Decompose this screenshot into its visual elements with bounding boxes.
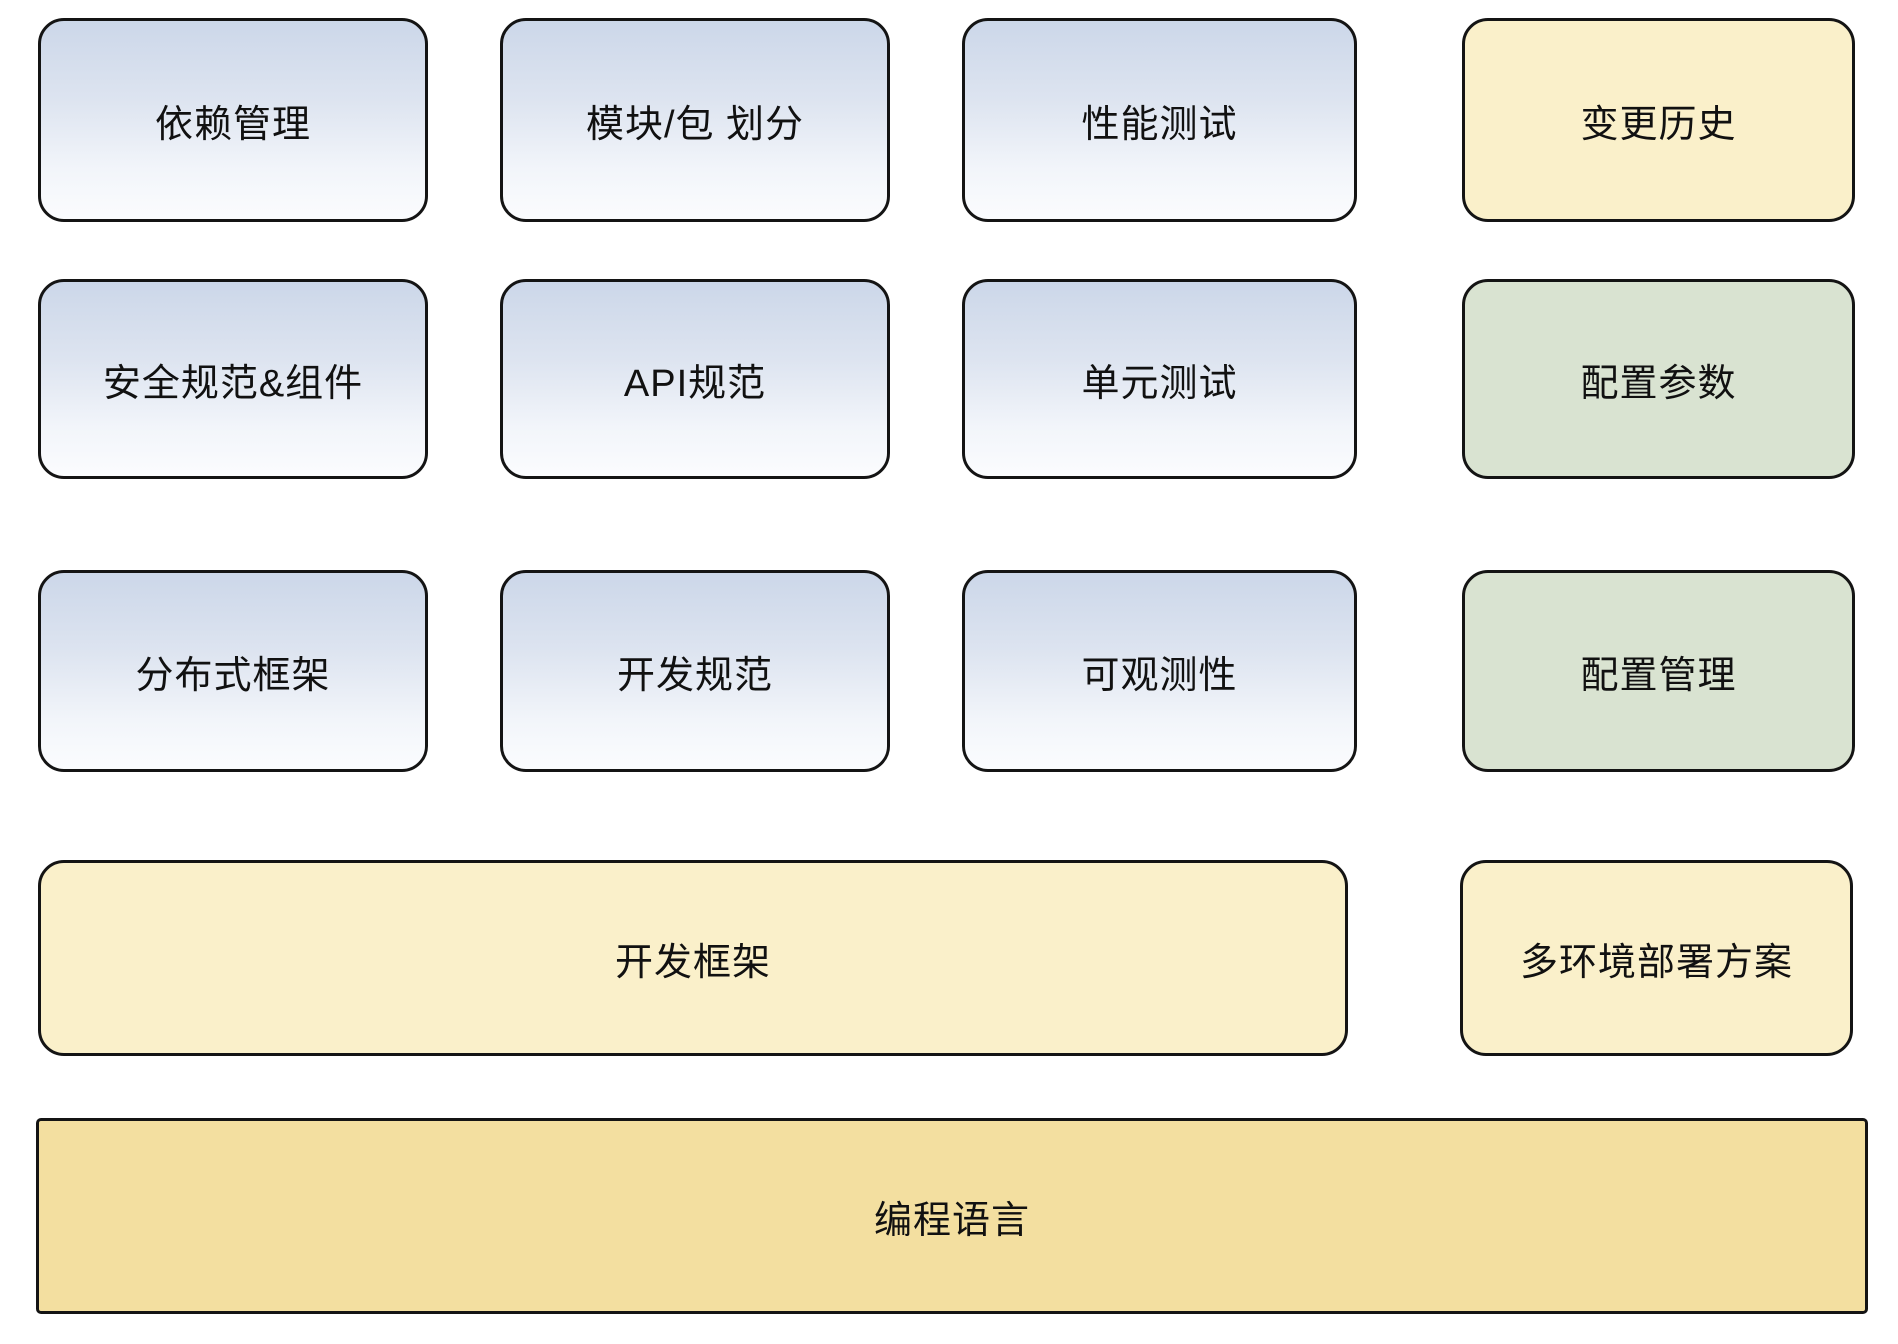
node-development-framework: 开发框架 (38, 860, 1348, 1056)
node-label: 开发规范 (616, 654, 773, 697)
node-unit-testing: 单元测试 (962, 279, 1357, 479)
node-config-management: 配置管理 (1462, 570, 1855, 772)
node-label: 编程语言 (873, 1199, 1030, 1242)
node-dependency-management: 依赖管理 (38, 18, 428, 222)
node-performance-testing: 性能测试 (962, 18, 1357, 222)
node-module-package-division: 模块/包 划分 (500, 18, 890, 222)
node-label: API规范 (623, 362, 767, 405)
node-label: 依赖管理 (154, 103, 311, 146)
node-change-history: 变更历史 (1462, 18, 1855, 222)
node-label: 性能测试 (1081, 103, 1238, 146)
node-label: 安全规范&组件 (102, 362, 364, 405)
node-api-spec: API规范 (500, 279, 890, 479)
node-label: 单元测试 (1081, 362, 1238, 405)
node-config-parameters: 配置参数 (1462, 279, 1855, 479)
node-label: 可观测性 (1081, 654, 1238, 697)
node-programming-language: 编程语言 (36, 1118, 1868, 1314)
node-security-spec-components: 安全规范&组件 (38, 279, 428, 479)
node-label: 配置参数 (1580, 362, 1737, 405)
node-multi-env-deployment: 多环境部署方案 (1460, 860, 1853, 1056)
node-development-spec: 开发规范 (500, 570, 890, 772)
node-label: 变更历史 (1580, 103, 1737, 146)
node-label: 模块/包 划分 (585, 103, 805, 146)
node-observability: 可观测性 (962, 570, 1357, 772)
node-label: 分布式框架 (135, 654, 331, 697)
node-distributed-framework: 分布式框架 (38, 570, 428, 772)
node-label: 配置管理 (1580, 654, 1737, 697)
node-label: 开发框架 (614, 941, 771, 984)
node-label: 多环境部署方案 (1519, 941, 1793, 984)
